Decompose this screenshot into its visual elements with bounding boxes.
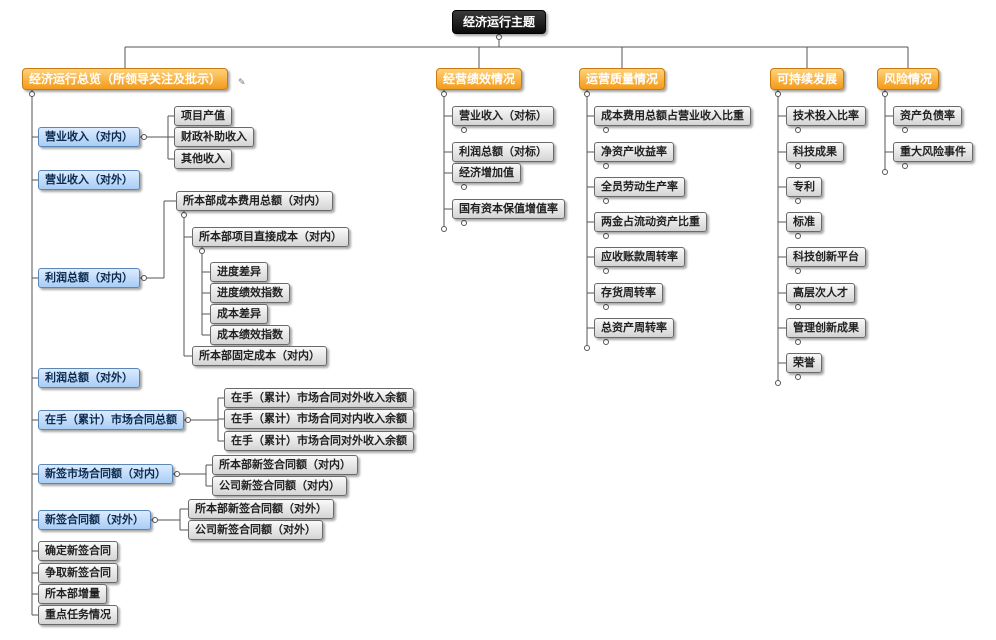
performance-item-capital[interactable]: 国有资本保值增值率 (452, 199, 565, 219)
sustainable-item-tech-ratio[interactable]: 技术投入比率 (786, 106, 866, 126)
revenue-child-other[interactable]: 其他收入 (174, 149, 232, 169)
collapse-toggle (795, 163, 801, 169)
collapse-toggle (775, 380, 781, 386)
collapse-toggle (461, 220, 467, 226)
collapse-toggle (496, 34, 502, 40)
category-performance[interactable]: 经营绩效情况 (436, 68, 523, 90)
collapse-toggle (902, 127, 908, 133)
collapse-toggle (584, 345, 590, 351)
collapse-toggle (584, 91, 590, 97)
new-external-child-company[interactable]: 公司新签合同额（对外） (188, 520, 323, 540)
collapse-toggle (152, 517, 158, 523)
overview-item-key-tasks[interactable]: 重点任务情况 (38, 605, 118, 625)
collapse-toggle (141, 134, 147, 140)
category-sustainable[interactable]: 可持续发展 (770, 68, 845, 90)
new-internal-child-company[interactable]: 公司新签合同额（对内） (212, 476, 347, 496)
quality-item-receivable[interactable]: 应收账款周转率 (594, 247, 685, 267)
collapse-toggle (775, 91, 781, 97)
profit-child-cost-variance[interactable]: 成本差异 (210, 304, 268, 324)
collapse-toggle (141, 275, 147, 281)
collapse-toggle (603, 268, 609, 274)
overview-item-pending-contract[interactable]: 争取新签合同 (38, 563, 118, 583)
collapse-toggle (795, 304, 801, 310)
overview-item-new-contract-internal[interactable]: 新签市场合同额（对内） (38, 464, 173, 484)
performance-item-revenue[interactable]: 营业收入（对标） (452, 106, 554, 126)
collapse-toggle (603, 127, 609, 133)
profit-child-schedule-index[interactable]: 进度绩效指数 (210, 283, 290, 303)
collapse-toggle (795, 198, 801, 204)
category-quality[interactable]: 运营质量情况 (579, 68, 666, 90)
sustainable-item-honor[interactable]: 荣誉 (786, 353, 822, 373)
edit-note-icon[interactable]: ✎ (238, 78, 246, 88)
collapse-toggle (795, 374, 801, 380)
root-topic[interactable]: 经济运行主题 (452, 10, 547, 34)
profit-child-total-cost[interactable]: 所本部成本费用总额（对内） (176, 191, 333, 211)
category-overview[interactable]: 经济运行总览（所领导关注及批示） (22, 68, 229, 90)
category-risk[interactable]: 风险情况 (877, 68, 940, 90)
quality-item-inventory[interactable]: 存货周转率 (594, 283, 663, 303)
collapse-toggle (603, 163, 609, 169)
sustainable-item-talent[interactable]: 高层次人才 (786, 283, 855, 303)
collapse-toggle (603, 233, 609, 239)
quality-item-asset-turnover[interactable]: 总资产周转率 (594, 318, 674, 338)
profit-child-cost-index[interactable]: 成本绩效指数 (210, 325, 290, 345)
overview-item-increment[interactable]: 所本部增量 (38, 584, 107, 604)
collapse-toggle (461, 127, 467, 133)
overview-item-profit-external[interactable]: 利润总额（对外） (38, 368, 140, 388)
overview-item-revenue-internal[interactable]: 营业收入（对内） (38, 127, 140, 147)
performance-item-eva[interactable]: 经济增加值 (452, 163, 521, 183)
revenue-child-subsidy[interactable]: 财政补助收入 (174, 127, 254, 147)
collapse-toggle (882, 169, 888, 175)
collapse-toggle (795, 127, 801, 133)
collapse-toggle (29, 91, 35, 97)
risk-item-debt-ratio[interactable]: 资产负债率 (893, 106, 962, 126)
contract-child-internal[interactable]: 在手（累计）市场合同对内收入余额 (224, 409, 414, 429)
profit-child-direct-cost[interactable]: 所本部项目直接成本（对内） (192, 227, 349, 247)
sustainable-item-standard[interactable]: 标准 (786, 212, 822, 232)
sustainable-item-management[interactable]: 管理创新成果 (786, 318, 866, 338)
performance-item-profit[interactable]: 利润总额（对标） (452, 142, 554, 162)
collapse-toggle (461, 184, 467, 190)
collapse-toggle (441, 226, 447, 232)
sustainable-item-platform[interactable]: 科技创新平台 (786, 247, 866, 267)
quality-item-two-funds[interactable]: 两金占流动资产比重 (594, 212, 707, 232)
quality-item-roe[interactable]: 净资产收益率 (594, 142, 674, 162)
quality-item-productivity[interactable]: 全员劳动生产率 (594, 177, 685, 197)
revenue-child-output[interactable]: 项目产值 (174, 106, 232, 126)
contract-child-external-1[interactable]: 在手（累计）市场合同对外收入余额 (224, 388, 414, 408)
collapse-toggle (882, 91, 888, 97)
overview-item-contract-total[interactable]: 在手（累计）市场合同总额 (38, 410, 184, 430)
overview-item-confirmed-contract[interactable]: 确定新签合同 (38, 541, 118, 561)
collapse-toggle (181, 212, 187, 218)
collapse-toggle (603, 198, 609, 204)
collapse-toggle (902, 163, 908, 169)
collapse-toggle (199, 248, 205, 254)
collapse-toggle (795, 339, 801, 345)
collapse-toggle (441, 91, 447, 97)
profit-child-fixed-cost[interactable]: 所本部固定成本（对内） (192, 346, 327, 366)
collapse-toggle (185, 417, 191, 423)
collapse-toggle (603, 339, 609, 345)
quality-item-cost-ratio[interactable]: 成本费用总额占营业收入比重 (594, 106, 751, 126)
collapse-toggle (795, 268, 801, 274)
risk-item-major-events[interactable]: 重大风险事件 (893, 142, 973, 162)
overview-item-profit-internal[interactable]: 利润总额（对内） (38, 268, 140, 288)
overview-item-new-contract-external[interactable]: 新签合同额（对外） (38, 510, 151, 530)
contract-child-external-2[interactable]: 在手（累计）市场合同对外收入余额 (224, 431, 414, 451)
sustainable-item-achievements[interactable]: 科技成果 (786, 142, 844, 162)
new-external-child-dept[interactable]: 所本部新签合同额（对外） (188, 499, 334, 519)
collapse-toggle (795, 233, 801, 239)
overview-item-revenue-external[interactable]: 营业收入（对外） (38, 170, 140, 190)
profit-child-schedule-variance[interactable]: 进度差异 (210, 262, 268, 282)
sustainable-item-patent[interactable]: 专利 (786, 177, 822, 197)
collapse-toggle (603, 304, 609, 310)
new-internal-child-dept[interactable]: 所本部新签合同额（对内） (212, 455, 358, 475)
collapse-toggle (174, 471, 180, 477)
